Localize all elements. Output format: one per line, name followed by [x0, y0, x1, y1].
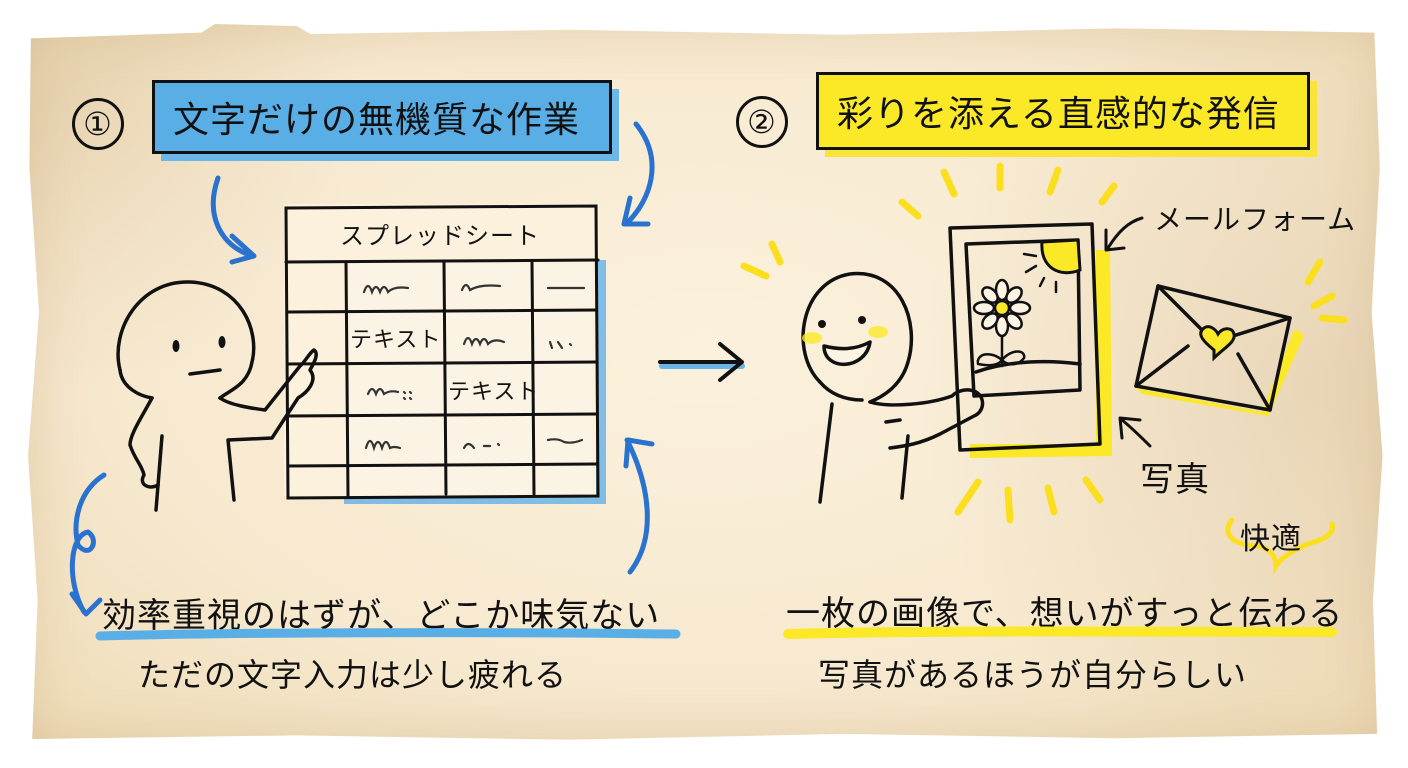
spreadsheet-cell-text-2: テキスト — [448, 380, 540, 405]
smiling-person-icon — [801, 271, 985, 504]
person-pointing-icon — [116, 280, 318, 512]
panel-left-title-text: 文字だけの無機質な作業 — [173, 100, 581, 141]
photo-frame-icon — [948, 222, 1112, 458]
blue-underline — [95, 628, 681, 641]
label-mail-form: メールフォーム — [1154, 203, 1357, 236]
yellow-underline — [783, 626, 1337, 639]
panel-right-title-text: 彩りを添える直感的な発信 — [837, 94, 1280, 135]
step-number-2: ② — [736, 96, 788, 148]
transition-arrow-icon — [658, 342, 745, 382]
flower-icon — [972, 278, 1032, 338]
panel-left-title: 文字だけの無機質な作業 — [152, 80, 612, 154]
panel-right-title: 彩りを添える直感的な発信 — [816, 72, 1310, 150]
spreadsheet-icon: スプレッドシート テキスト テキスト — [284, 204, 606, 504]
label-comfort: 快適 — [1240, 522, 1302, 557]
panel-left-caption-sub: ただの文字入力は少し疲れる — [138, 656, 568, 694]
panel-right-caption-sub: 写真があるほうが自分らしい — [818, 656, 1248, 694]
label-photo: 写真 — [1140, 460, 1210, 500]
step-number-1: ① — [72, 98, 124, 150]
spreadsheet-title: スプレッドシート — [340, 222, 540, 250]
envelope-heart-icon — [1134, 284, 1304, 416]
spreadsheet-cell-text-1: テキスト — [350, 328, 442, 353]
